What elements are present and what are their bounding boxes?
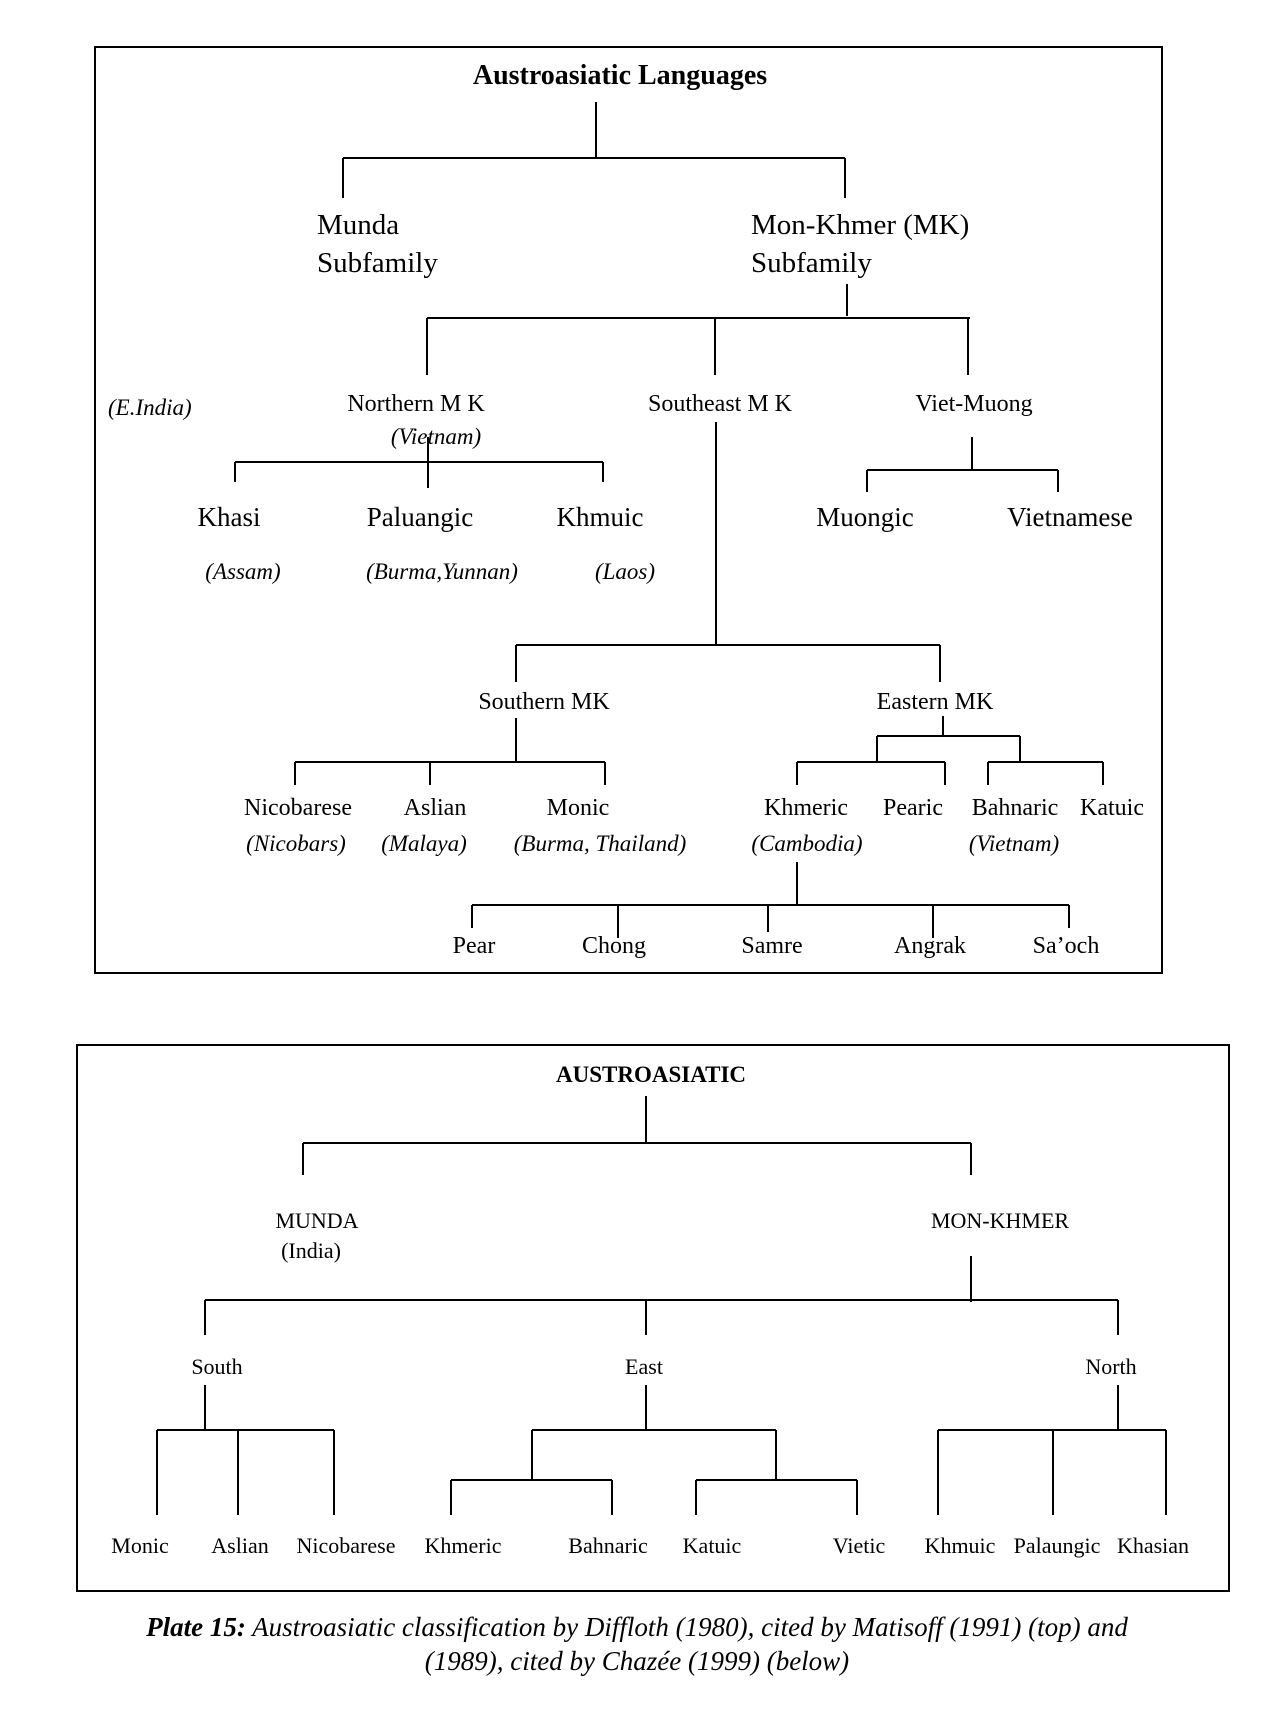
palaungic-node-bottom: Palaungic bbox=[1013, 1533, 1101, 1558]
khmeric-node-bottom: Khmeric bbox=[424, 1533, 502, 1558]
khmuic-region: (Laos) bbox=[594, 559, 656, 584]
aslian-region: (Malaya) bbox=[381, 831, 467, 856]
viet-muong-node: Viet-Muong bbox=[915, 391, 1033, 417]
khmeric-region: (Cambodia) bbox=[751, 831, 863, 856]
northern-mk-node: Northern M K bbox=[347, 391, 485, 417]
munda-node-bottom: MUNDA bbox=[275, 1208, 359, 1233]
eastern-mk-node: Eastern MK bbox=[876, 689, 994, 715]
monic-node: Monic bbox=[546, 795, 610, 821]
mon-khmer-subfamily-label: Subfamily bbox=[751, 247, 872, 279]
khasi-node: Khasi bbox=[197, 502, 261, 532]
nicobarese-region: (Nicobars) bbox=[246, 831, 346, 856]
plate-caption: Plate 15: Austroasiatic classification b… bbox=[0, 1610, 1274, 1678]
caption-label: Plate 15: bbox=[146, 1612, 246, 1642]
southeast-mk-node: Southeast M K bbox=[648, 391, 792, 417]
top-tree-title: Austroasiatic Languages bbox=[472, 60, 768, 91]
vietnamese-node: Vietnamese bbox=[1007, 502, 1133, 532]
northern-mk-region: (Vietnam) bbox=[390, 424, 482, 449]
khasi-region: (Assam) bbox=[205, 559, 281, 584]
khasian-node-bottom: Khasian bbox=[1116, 1533, 1190, 1558]
caption-line-2: (1989), cited by Chazée (1999) (below) bbox=[424, 1646, 850, 1676]
south-node: South bbox=[191, 1354, 243, 1379]
monic-region: (Burma, Thailand) bbox=[513, 831, 687, 856]
monic-node-bottom: Monic bbox=[111, 1533, 169, 1558]
munda-subfamily-label: Subfamily bbox=[317, 247, 438, 279]
paluangic-node: Paluangic bbox=[366, 502, 474, 532]
saoch-node: Sa’och bbox=[1032, 933, 1100, 959]
top-diagram-frame bbox=[94, 46, 1163, 974]
paluangic-region: (Burma,Yunnan) bbox=[366, 559, 518, 584]
bottom-tree-title: AUSTROASIATIC bbox=[555, 1062, 747, 1087]
munda-region-bottom: (India) bbox=[281, 1238, 341, 1263]
pearic-node: Pearic bbox=[883, 795, 943, 821]
angrak-node: Angrak bbox=[894, 933, 966, 959]
southern-mk-node: Southern MK bbox=[478, 689, 610, 715]
bahnaric-node: Bahnaric bbox=[971, 795, 1059, 821]
e-india-region: (E.India) bbox=[108, 395, 192, 420]
chong-node: Chong bbox=[581, 933, 647, 959]
north-node: North bbox=[1085, 1354, 1137, 1379]
bottom-diagram-frame bbox=[76, 1044, 1230, 1592]
pear-node: Pear bbox=[452, 933, 496, 959]
khmuic-node-bottom: Khmuic bbox=[924, 1533, 996, 1558]
vietic-node-bottom: Vietic bbox=[832, 1533, 886, 1558]
nicobarese-node-bottom: Nicobarese bbox=[296, 1533, 396, 1558]
mon-khmer-node-bottom: MON-KHMER bbox=[930, 1208, 1070, 1233]
khmuic-node: Khmuic bbox=[556, 502, 644, 532]
muongic-node: Muongic bbox=[816, 502, 914, 532]
katuic-node-bottom: Katuic bbox=[682, 1533, 742, 1558]
katuic-node: Katuic bbox=[1080, 795, 1144, 821]
munda-node: Munda bbox=[317, 209, 400, 241]
caption-text: Austroasiatic classification by Diffloth… bbox=[252, 1612, 1128, 1642]
khmeric-node: Khmeric bbox=[764, 795, 848, 821]
bahnaric-katuic-region: (Vietnam) bbox=[968, 831, 1060, 856]
aslian-node-bottom: Aslian bbox=[211, 1533, 269, 1558]
nicobarese-node: Nicobarese bbox=[244, 795, 352, 821]
bahnaric-node-bottom: Bahnaric bbox=[568, 1533, 648, 1558]
east-node: East bbox=[625, 1354, 663, 1379]
aslian-node: Aslian bbox=[403, 795, 467, 821]
samre-node: Samre bbox=[741, 933, 803, 959]
mon-khmer-node: Mon-Khmer (MK) bbox=[751, 209, 970, 241]
caption-line-1: Plate 15: Austroasiatic classification b… bbox=[0, 1610, 1274, 1644]
